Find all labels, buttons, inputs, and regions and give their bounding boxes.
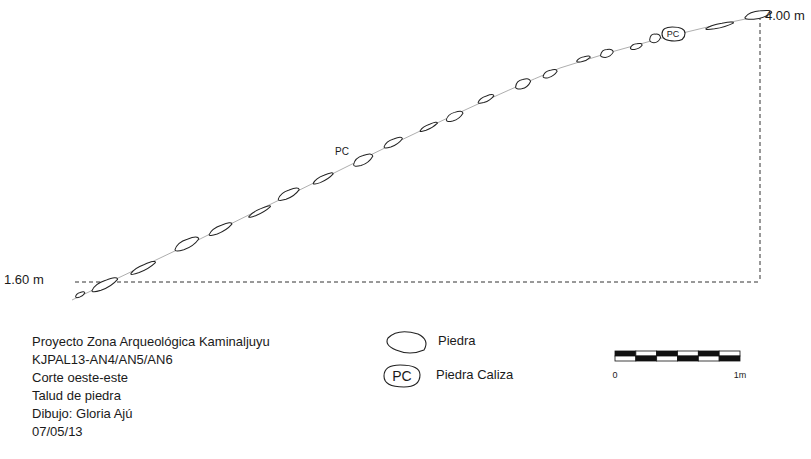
scale-segment — [636, 351, 657, 356]
scale-segment — [698, 356, 719, 361]
stone-outline — [248, 204, 272, 219]
scale-segment — [615, 351, 636, 356]
stone-outline — [649, 33, 662, 44]
slope-line — [72, 16, 760, 300]
scale-segment — [657, 351, 678, 356]
legend-text: Piedra — [438, 334, 476, 349]
legend-limestone-sample: PC — [383, 364, 421, 388]
stone-outline — [352, 152, 375, 169]
scale-segment — [615, 356, 636, 361]
scale-segment — [636, 356, 657, 361]
scale-number: 0 — [612, 370, 617, 380]
scale-segment — [719, 351, 740, 356]
title-line: Proyecto Zona Arqueológica Kaminaljuyu — [32, 335, 270, 350]
title-line: Dibujo: Gloria Ajú — [32, 407, 132, 422]
legend-stone-sample — [387, 332, 426, 353]
title-line: Corte oeste-este — [32, 371, 128, 386]
scale-segment — [657, 356, 678, 361]
stone-outline — [599, 48, 614, 59]
stone-outline — [90, 275, 119, 294]
scale-bar — [615, 351, 740, 361]
scale-segment — [678, 356, 699, 361]
vertical-reference — [760, 16, 761, 282]
stone-outline — [129, 260, 156, 277]
stone-outline — [276, 186, 300, 203]
title-line: KJPAL13-AN4/AN5/AN6 — [32, 353, 173, 368]
stone-outline — [576, 55, 591, 63]
stone-outline — [75, 291, 86, 299]
stone-outline — [383, 135, 404, 150]
scale-segment — [719, 356, 740, 361]
stone-outline — [208, 221, 234, 238]
scale-segment — [698, 351, 719, 356]
stone-outline — [705, 21, 734, 31]
level-label: 4.00 m — [765, 9, 805, 24]
stone-outline — [542, 68, 558, 80]
stone-outline — [630, 42, 643, 50]
stone-outline — [514, 77, 532, 91]
legend-text: Piedra Caliza — [436, 368, 513, 383]
stone-outline — [173, 234, 200, 253]
material-label: PC — [335, 146, 349, 158]
stone-code: PC — [392, 369, 411, 383]
stone-outline — [445, 109, 465, 123]
scale-segment — [678, 351, 699, 356]
stone-code: PC — [667, 30, 680, 39]
title-line: 07/05/13 — [32, 425, 83, 440]
stone-outline — [312, 171, 334, 186]
stone-outline — [477, 93, 495, 105]
stone-outline — [419, 121, 438, 133]
stones — [75, 9, 773, 299]
level-label: 1.60 m — [4, 273, 44, 288]
limestone-stone: PC — [661, 26, 686, 42]
scale-number: 1m — [734, 370, 747, 380]
title-line: Talud de piedra — [32, 389, 121, 404]
datum-line — [75, 282, 760, 283]
